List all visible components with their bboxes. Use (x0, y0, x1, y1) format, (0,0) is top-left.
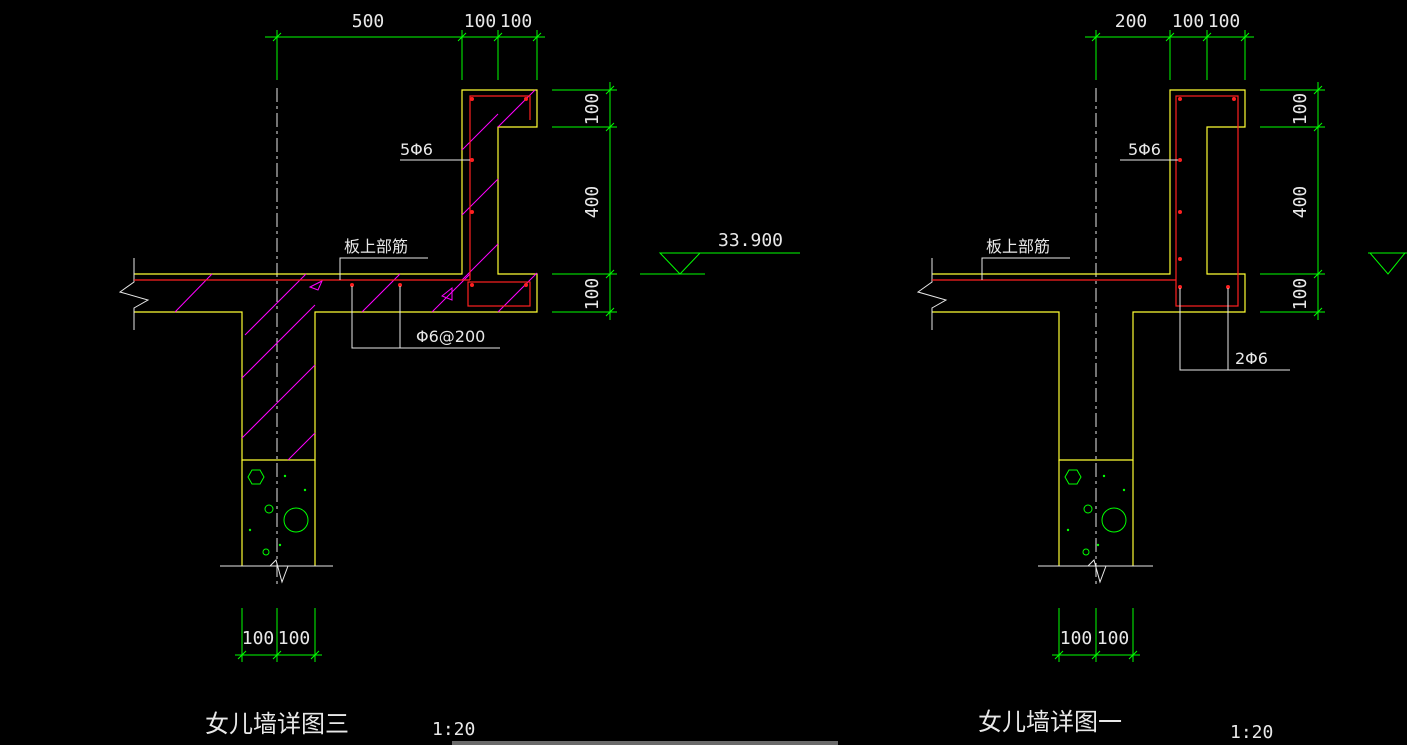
dim-top-3: 100 (1208, 11, 1241, 32)
drawing-title: 女儿墙详图三 (205, 710, 349, 738)
rebar-label: 5Φ6 (1128, 140, 1161, 159)
leader-bottom-rebar (1179, 288, 1290, 371)
dimension-top (1085, 30, 1254, 80)
parapet-outline (932, 89, 1246, 461)
dim-right-3: 100 (582, 278, 603, 311)
dim-bottom-2: 100 (1097, 628, 1130, 649)
leader-slab (981, 257, 1070, 280)
bottom-rebar-label: 2Φ6 (1235, 349, 1268, 368)
break-symbol-bottom (1087, 559, 1107, 584)
rebar-label: 5Φ6 (400, 140, 433, 159)
dim-top-1: 500 (352, 11, 385, 32)
break-symbol-bottom (269, 559, 289, 584)
dim-bottom-1: 100 (242, 628, 275, 649)
leader-stirrup (351, 286, 500, 349)
dim-right-3: 100 (1290, 278, 1311, 311)
dim-bottom-2: 100 (278, 628, 311, 649)
dim-right-1: 100 (582, 93, 603, 126)
parapet-outline (134, 89, 538, 461)
concrete-hatch (174, 89, 538, 461)
detail-left: 500 100 100 100 400 100 100 (118, 11, 800, 740)
detail-right: 200 100 100 100 400 100 100 100 (916, 11, 1407, 743)
masonry-symbols (247, 469, 309, 556)
dim-right-2: 400 (1290, 186, 1311, 219)
dim-top-2: 100 (464, 11, 497, 32)
drawing-title: 女儿墙详图一 (978, 708, 1122, 736)
break-symbol-left (118, 258, 150, 330)
elevation-marker (1368, 252, 1407, 275)
elevation-value: 33.900 (718, 230, 783, 251)
horizontal-scrollbar[interactable] (452, 741, 838, 745)
dim-top-3: 100 (500, 11, 533, 32)
dim-top-2: 100 (1172, 11, 1205, 32)
leader-slab (339, 257, 428, 280)
dim-bottom-1: 100 (1060, 628, 1093, 649)
break-symbol-left (916, 258, 948, 330)
slab-label: 板上部筋 (344, 237, 408, 256)
dimension-right (1260, 82, 1325, 320)
dimension-bottom (235, 608, 322, 662)
dimension-bottom (1052, 608, 1140, 662)
rebar-left (134, 95, 531, 307)
drawing-scale: 1:20 (432, 719, 475, 740)
stirrup-label: Φ6@200 (416, 327, 485, 346)
dimension-right (552, 82, 617, 320)
dimension-top (265, 30, 545, 80)
masonry-symbols (1064, 469, 1127, 556)
dim-right-1: 100 (1290, 93, 1311, 126)
dim-right-2: 400 (582, 186, 603, 219)
elevation-marker (640, 252, 800, 275)
dim-top-1: 200 (1115, 11, 1148, 32)
slab-label: 板上部筋 (986, 237, 1050, 256)
drawing-scale: 1:20 (1230, 722, 1273, 743)
rebar-right (932, 95, 1239, 307)
